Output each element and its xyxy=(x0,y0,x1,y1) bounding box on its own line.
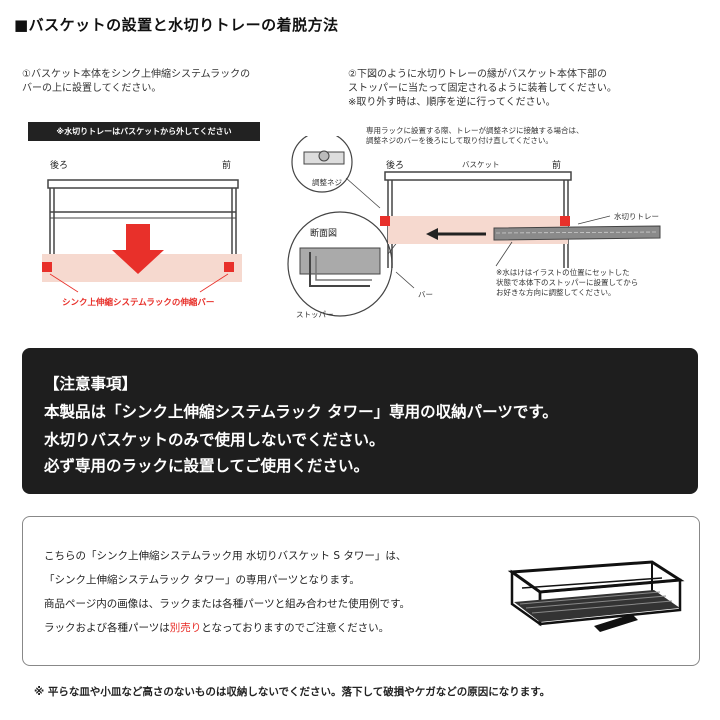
step1-note: ※水切りトレーはバスケットから外してください xyxy=(28,122,260,141)
left-bar-marker xyxy=(42,262,52,272)
stopper-label: ストッパー xyxy=(296,310,334,319)
stopper-marker-right xyxy=(560,216,570,226)
stopper-marker-left xyxy=(380,216,390,226)
basket-label: バスケット xyxy=(462,160,500,169)
step2-back-label: 後ろ xyxy=(386,161,405,171)
screw-icon xyxy=(318,150,330,162)
page-title: ■バスケットの設置と水切りトレーの着脱方法 xyxy=(14,16,339,34)
info-line-4-pre: ラックおよび各種パーツは xyxy=(44,622,170,634)
step1-instruction: ①バスケット本体をシンク上伸縮システムラックの バーの上に設置してください。 xyxy=(22,69,251,94)
bar-label: バー xyxy=(418,290,433,299)
step2-remark: ※水はけはイラストの位置にセットした 状態で本体下のストッパーに設置してから お… xyxy=(496,268,639,297)
step1-diagram xyxy=(42,179,242,293)
info-panel xyxy=(22,516,700,666)
warning-panel xyxy=(22,348,698,494)
step1-back-label: 後ろ xyxy=(50,161,69,171)
warning-heading: 【注意事項】 xyxy=(44,375,138,393)
step2-front-label: 前 xyxy=(552,161,562,171)
info-line-1: こちらの「シンク上伸縮システムラック用 水切りバスケット S タワー」は、 xyxy=(44,550,407,562)
sold-separately-text: 別売り xyxy=(169,622,202,634)
step1-caption: シンク上伸縮システムラックの伸縮バー xyxy=(62,298,215,308)
tray-label: 水切りトレー xyxy=(614,212,659,221)
footnote: ※ 平らな皿や小皿など高さのないものは収納しないでください。落下して破損やケガな… xyxy=(34,686,551,698)
right-bar-marker xyxy=(224,262,234,272)
warning-line-2: 水切りバスケットのみで使用しないでください。 xyxy=(44,431,385,449)
screw-label: 調整ネジ xyxy=(312,178,342,187)
step2-note: 専用ラックに設置する際、トレーが調整ネジに接触する場合は、 調整ネジのバーを後ろ… xyxy=(366,126,584,145)
down-arrow-icon xyxy=(112,224,164,274)
left-arrow-icon xyxy=(426,228,438,240)
basket-product-image xyxy=(507,560,685,632)
info-line-2: 「シンク上伸縮システムラック タワー」の専用パーツとなります。 xyxy=(44,574,360,586)
info-line-4: ラックおよび各種パーツは別売りとなっておりますのでご注意ください。 xyxy=(44,620,389,635)
section-label: 断面図 xyxy=(310,229,338,239)
tray-shape xyxy=(493,225,661,241)
step1-front-label: 前 xyxy=(222,161,232,171)
warning-line-1: 本製品は「シンク上伸縮システムラック タワー」専用の収納パーツです。 xyxy=(44,403,558,421)
info-line-3: 商品ページ内の画像は、ラックまたは各種パーツと組み合わせた使用例です。 xyxy=(44,598,411,610)
step2-instruction: ②下図のように水切りトレーの縁がバスケット本体下部の ストッパーに当たって固定さ… xyxy=(348,69,617,108)
info-line-4-post: となっておりますのでご注意ください。 xyxy=(201,622,390,634)
step2-diagram xyxy=(287,136,661,317)
warning-line-3: 必ず専用のラックに設置してご使用ください。 xyxy=(44,457,370,475)
